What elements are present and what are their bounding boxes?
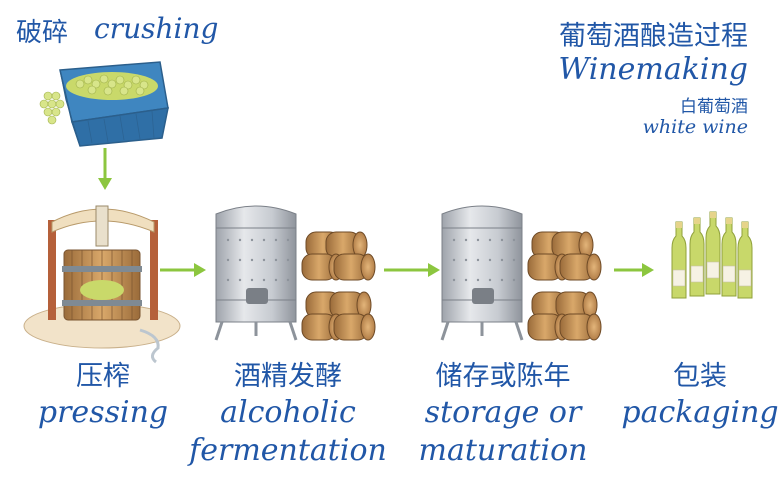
wine-bottles-icon xyxy=(671,211,753,299)
crushing-label-en: crushing xyxy=(94,12,219,45)
title-en: Winemaking xyxy=(558,52,748,87)
step-packaging: 包装 packaging xyxy=(620,360,780,432)
subtitle-en: white wine xyxy=(642,116,748,138)
step-fermentation: 酒精发酵 alcoholic fermentation xyxy=(188,360,388,470)
step-packaging-zh: 包装 xyxy=(673,361,727,392)
storage-tank-icon xyxy=(440,205,524,341)
step-pressing-zh: 压榨 xyxy=(76,361,130,392)
oak-barrels-icon xyxy=(301,231,376,341)
step-fermentation-en-1: alcoholic xyxy=(220,395,356,430)
crushing-crate-icon xyxy=(39,61,169,147)
step-storage: 储存或陈年 storage or maturation xyxy=(408,360,598,470)
crushing-label-zh: 破碎 xyxy=(16,18,69,48)
storage-barrels-icon xyxy=(527,231,602,341)
step-fermentation-en-2: fermentation xyxy=(189,433,387,468)
step-storage-en-1: storage or xyxy=(424,395,582,430)
step-fermentation-zh: 酒精发酵 xyxy=(234,361,342,392)
title-zh: 葡萄酒酿造过程 xyxy=(559,21,748,52)
step-packaging-en: packaging xyxy=(621,395,779,430)
flow-arrows xyxy=(98,148,654,277)
step-pressing-en: pressing xyxy=(37,395,169,430)
step-pressing: 压榨 pressing xyxy=(18,360,188,432)
step-storage-zh: 储存或陈年 xyxy=(435,361,571,392)
step-storage-en-2: maturation xyxy=(418,433,588,468)
wine-press-icon xyxy=(23,205,181,364)
subtitle-zh: 白葡萄酒 xyxy=(680,97,748,117)
fermentation-tank-icon xyxy=(214,205,298,341)
